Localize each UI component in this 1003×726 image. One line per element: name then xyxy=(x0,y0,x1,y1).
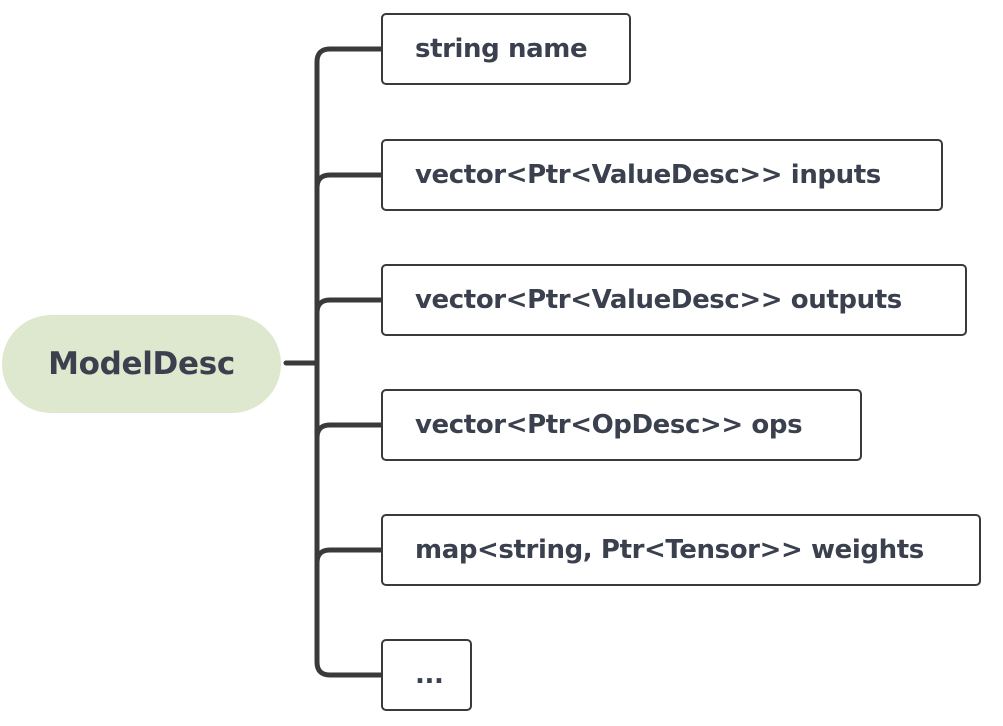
root-node-label: ModelDesc xyxy=(48,346,235,382)
child-node-more[interactable]: ... xyxy=(381,639,472,711)
child-node-name[interactable]: string name xyxy=(381,13,631,85)
branch-line-3 xyxy=(314,422,384,441)
branch-line-4 xyxy=(314,547,384,566)
child-node-weights[interactable]: map<string, Ptr<Tensor>> weights xyxy=(381,514,981,586)
child-node-label: string name xyxy=(415,34,588,64)
child-node-label: vector<Ptr<OpDesc>> ops xyxy=(415,410,803,440)
branch-line-2 xyxy=(314,297,384,316)
child-node-inputs[interactable]: vector<Ptr<ValueDesc>> inputs xyxy=(381,139,943,211)
child-node-label: vector<Ptr<ValueDesc>> inputs xyxy=(415,160,881,190)
child-node-label: vector<Ptr<ValueDesc>> outputs xyxy=(415,285,902,315)
child-node-label: ... xyxy=(415,660,444,690)
trunk-line xyxy=(314,46,384,678)
root-node[interactable]: ModelDesc xyxy=(2,315,281,413)
child-node-label: map<string, Ptr<Tensor>> weights xyxy=(415,535,924,565)
child-node-ops[interactable]: vector<Ptr<OpDesc>> ops xyxy=(381,389,862,461)
child-node-outputs[interactable]: vector<Ptr<ValueDesc>> outputs xyxy=(381,264,967,336)
branch-line-1 xyxy=(314,172,384,191)
